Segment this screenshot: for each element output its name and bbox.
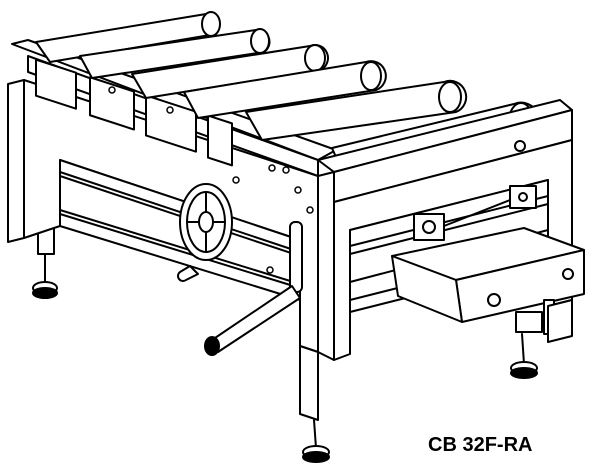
roller-4 bbox=[184, 61, 386, 118]
rear-left-leg bbox=[33, 226, 57, 298]
top-rail bbox=[12, 40, 336, 176]
roller-2 bbox=[80, 29, 270, 78]
crank-lever bbox=[205, 222, 302, 355]
adjustment-bracket bbox=[414, 186, 536, 240]
roller-5 bbox=[246, 81, 466, 140]
bolt-holes bbox=[109, 87, 313, 273]
extension-plate bbox=[392, 228, 584, 334]
front-right-leg bbox=[511, 300, 572, 378]
hand-wheel bbox=[178, 184, 232, 281]
right-top-rail bbox=[318, 100, 572, 202]
front-left-leg bbox=[300, 346, 329, 462]
model-label: CB 32F-RA bbox=[428, 434, 533, 456]
